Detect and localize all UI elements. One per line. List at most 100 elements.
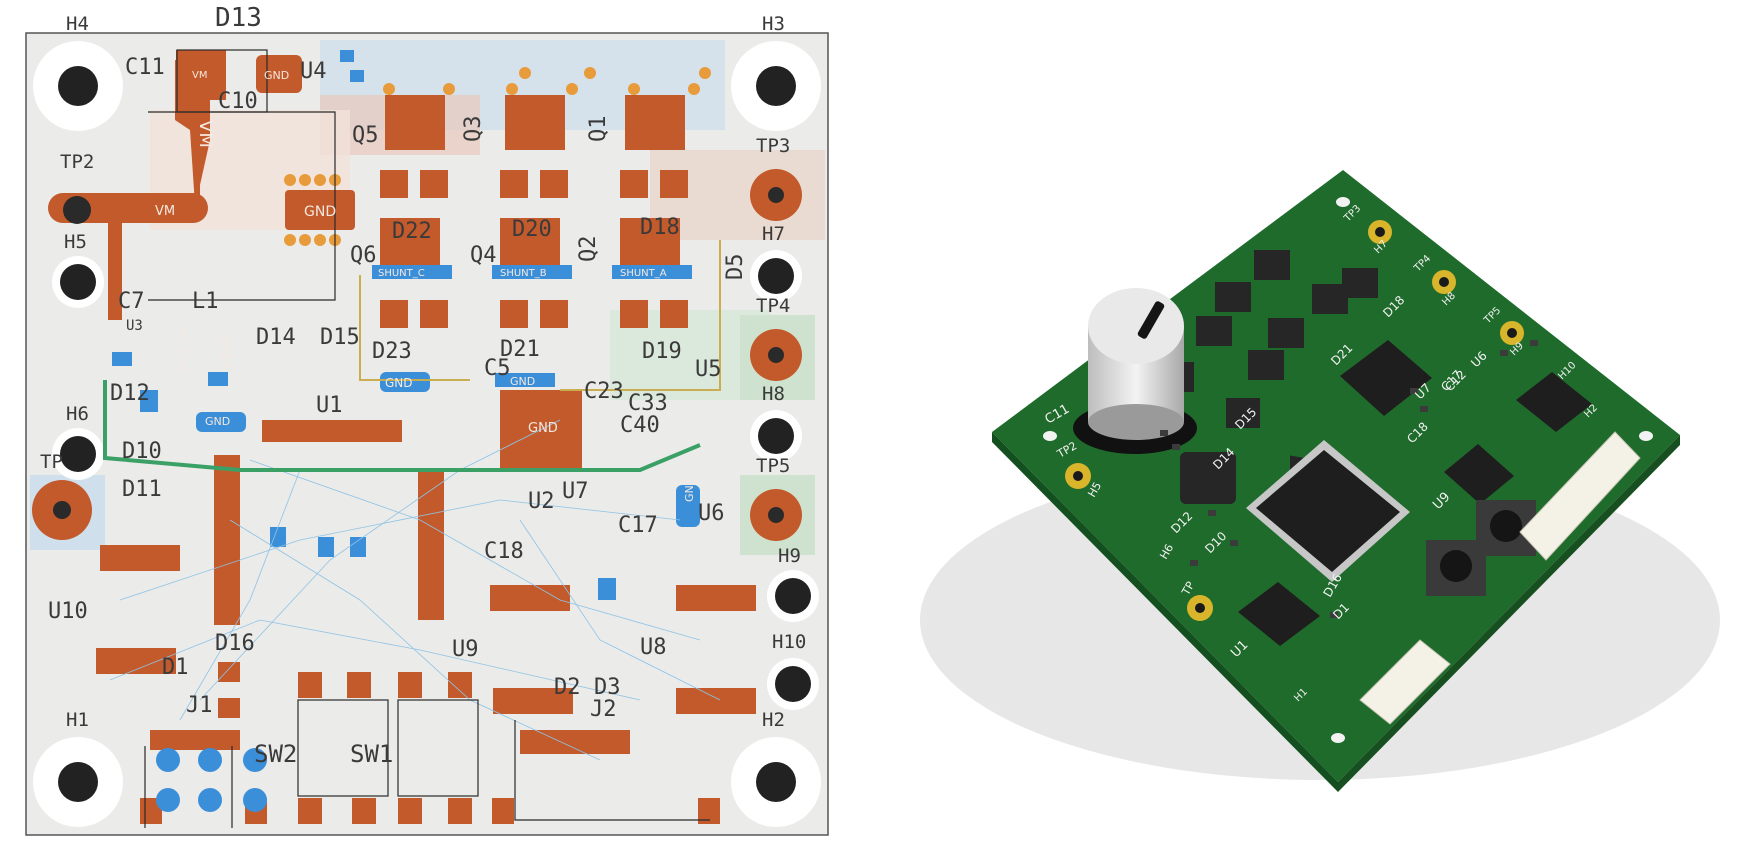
label-d14: D14 <box>256 325 296 350</box>
label-c7: C7 <box>118 289 145 314</box>
pad-gnd-ic: GND <box>528 421 558 436</box>
label-q3: Q3 <box>461 116 486 143</box>
label-d13: D13 <box>215 3 262 33</box>
board-holes <box>1043 197 1653 743</box>
label-d10: D10 <box>122 439 162 464</box>
label-u9: U9 <box>452 637 479 662</box>
label-q1: Q1 <box>586 116 611 143</box>
pad-labels: VM VM VM GND GND GND GND GND GND GND BUC… <box>155 69 696 502</box>
render-soics <box>1238 372 1592 646</box>
label-h2: H2 <box>762 709 785 731</box>
label-u4: U4 <box>300 59 327 84</box>
label-c10: C10 <box>218 89 258 114</box>
pad-gnd-small3: GND <box>205 415 230 428</box>
render-buttons <box>1426 500 1536 596</box>
label-c5: C5 <box>484 356 511 381</box>
reference-designators: D13 H4 H3 C11 C10 U4 TP2 TP3 Q5 Q3 Q1 D2… <box>40 3 806 768</box>
pad-gnd-right: GND <box>683 477 696 502</box>
label-u7: U7 <box>562 479 589 504</box>
pad-gnd-small2: GND <box>510 375 535 388</box>
render-capacitor <box>1073 288 1197 454</box>
render-connectors <box>1359 431 1641 725</box>
label-d11: D11 <box>122 477 162 502</box>
pad-gnd-small1: GND <box>385 376 413 390</box>
label-h8: H8 <box>762 383 785 405</box>
gold-net <box>359 240 721 391</box>
test-points <box>32 169 802 541</box>
label-d16: D16 <box>215 631 255 656</box>
ic-pad-rows <box>96 420 756 824</box>
label-c17: C17 <box>618 513 658 538</box>
render-driver-ic <box>1340 340 1432 416</box>
pad-gnd-mid: GND <box>304 204 336 220</box>
label-j1: J1 <box>186 693 213 718</box>
label-q2: Q2 <box>576 236 601 263</box>
label-d20: D20 <box>512 217 552 242</box>
pad-vm-vertical: VM <box>195 120 216 148</box>
label-c23: C23 <box>584 379 624 404</box>
label-d3: D3 <box>594 675 621 700</box>
label-tp4: TP4 <box>756 295 790 317</box>
render-mosfets <box>1160 250 1378 492</box>
label-c40: C40 <box>620 413 660 438</box>
label-d22: D22 <box>392 219 432 244</box>
render-mcu <box>1246 440 1410 582</box>
label-u6: U6 <box>698 501 725 526</box>
label-tp5: TP5 <box>756 455 790 477</box>
mounting-holes <box>33 41 821 827</box>
render-passives <box>1160 340 1538 618</box>
label-h9: H9 <box>778 545 801 567</box>
label-q4: Q4 <box>470 243 497 268</box>
label-u3: U3 <box>126 318 143 334</box>
label-c33: C33 <box>628 391 668 416</box>
label-h5: H5 <box>64 231 87 253</box>
label-d19: D19 <box>642 339 682 364</box>
courtyards <box>144 49 710 828</box>
label-u8: U8 <box>640 635 667 660</box>
label-h3: H3 <box>762 13 785 35</box>
label-q5: Q5 <box>352 123 379 148</box>
green-net <box>103 380 701 472</box>
label-q6: Q6 <box>350 243 377 268</box>
label-c11: C11 <box>125 55 165 80</box>
render-inductor <box>1180 452 1236 504</box>
mosfet-array <box>372 67 711 328</box>
label-sw1: SW1 <box>350 740 393 768</box>
pad-shunt-a: SHUNT_A <box>620 268 667 279</box>
label-l1: L1 <box>192 289 219 314</box>
label-u1: U1 <box>316 393 343 418</box>
label-sw2: SW2 <box>254 740 297 768</box>
pad-shunt-b: SHUNT_B <box>500 268 547 279</box>
pad-v3v3: V3V3 <box>221 336 236 370</box>
gold-pads <box>1065 220 1524 621</box>
label-u5: U5 <box>695 357 722 382</box>
label-tp: TP <box>40 451 63 473</box>
pad-vm-top: VM <box>192 70 207 81</box>
label-d1: D1 <box>162 655 189 680</box>
pad-gnd-top: GND <box>264 69 289 82</box>
pad-vm-mid: VM <box>155 204 175 219</box>
label-u10: U10 <box>48 599 88 624</box>
label-d5: D5 <box>723 254 748 281</box>
label-tp2: TP2 <box>60 151 94 173</box>
label-d2: D2 <box>554 675 581 700</box>
label-d23: D23 <box>372 339 412 364</box>
label-h4: H4 <box>66 13 89 35</box>
bottom-pads <box>112 50 616 812</box>
label-c18: C18 <box>484 539 524 564</box>
label-h6: H6 <box>66 403 89 425</box>
label-u2: U2 <box>528 489 555 514</box>
label-d15: D15 <box>320 325 360 350</box>
pad-shunt-c: SHUNT_C <box>378 268 425 279</box>
ratsnest <box>109 419 721 761</box>
label-j2: J2 <box>590 697 617 722</box>
pad-buck: BUCK_SW <box>178 328 188 372</box>
label-d12: D12 <box>110 381 150 406</box>
label-d18: D18 <box>640 215 680 240</box>
label-tp3: TP3 <box>756 135 790 157</box>
top-copper-pads <box>176 50 700 527</box>
label-d21: D21 <box>500 337 540 362</box>
label-h10: H10 <box>772 631 806 653</box>
